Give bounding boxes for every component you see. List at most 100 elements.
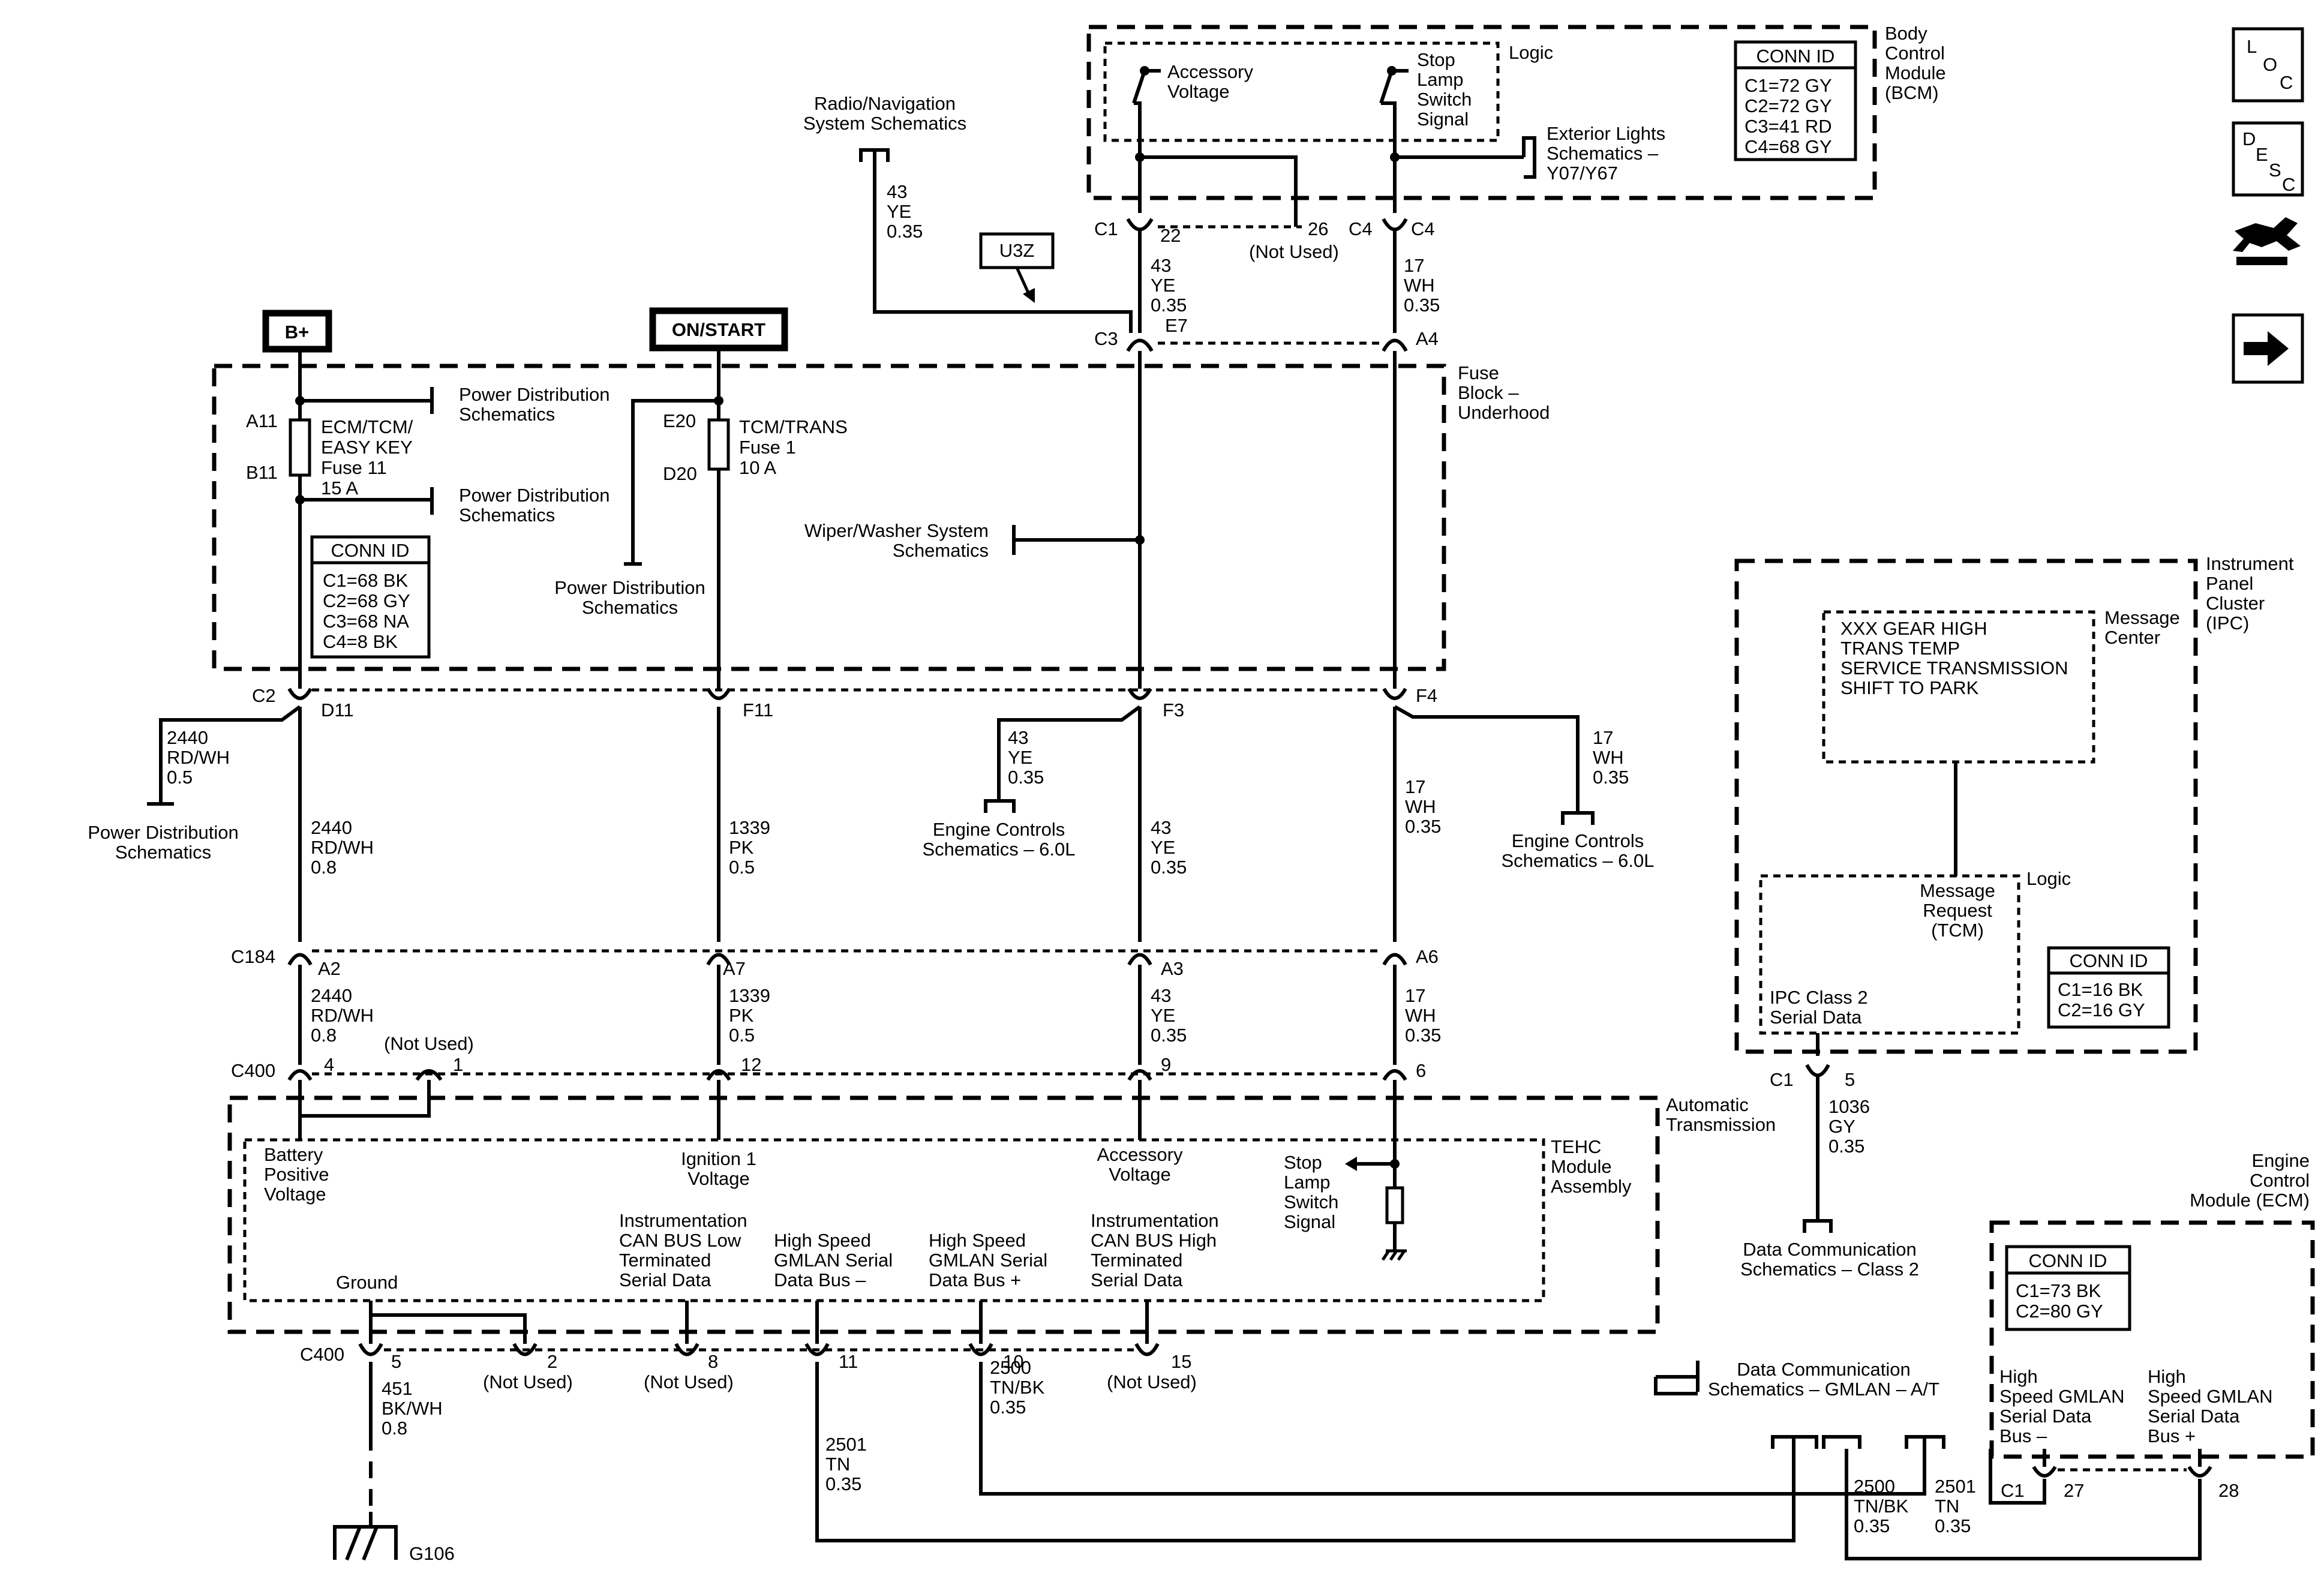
svg-text:C2=72 GY: C2=72 GY	[1744, 95, 1832, 116]
c184-pin-a7: A7	[723, 958, 746, 979]
c2-pin-f3: F3	[1163, 700, 1184, 721]
c184-connector-label: C184	[231, 946, 275, 967]
ipc-logic-box	[1759, 874, 2020, 1035]
bcm-logic-label: Logic	[1509, 42, 1553, 63]
c184-connector-row: C184 A2 A7 A3 A6	[231, 946, 1439, 979]
c3-connector-label: C3	[1094, 328, 1118, 349]
bcm-connectors: C1 22 26 (Not Used) C4 C4	[1094, 204, 1435, 262]
bcm-logic-box	[1103, 41, 1500, 142]
message-center-box	[1822, 610, 2095, 764]
fuse-d20: D20	[663, 463, 697, 484]
c400-pin-2: 2	[547, 1351, 557, 1372]
u3z-arrow	[1023, 288, 1035, 303]
repair-tool-icon[interactable]	[2233, 217, 2301, 265]
c184-pin-a6: A6	[1416, 946, 1439, 967]
c2-pin-f11: F11	[743, 700, 773, 721]
auto-trans-boundary	[227, 1095, 1660, 1334]
on-start-source: ON/START	[649, 307, 788, 352]
stop-signal-arrow	[1345, 1157, 1357, 1171]
location-button[interactable]: L O C	[2232, 27, 2304, 103]
c400-pin-10: 10	[1003, 1351, 1023, 1372]
ecm-boundary	[1989, 1220, 2315, 1459]
c400-pin-1-not-used: (Not Used)	[384, 1033, 474, 1054]
c184-pin-a3: A3	[1161, 958, 1184, 979]
c1-connector-label: C1	[1094, 218, 1118, 239]
fuse-e20: E20	[663, 410, 696, 431]
c400-pin-4: 4	[324, 1054, 334, 1075]
c400-pin-15: 15	[1171, 1351, 1191, 1372]
c2-pin-d11: D11	[321, 700, 354, 721]
c400-pin-11: 11	[839, 1351, 858, 1372]
c1-pin-22: 22	[1160, 225, 1181, 246]
svg-text:B+: B+	[285, 322, 310, 343]
c400-top-row: C400 4 (Not Used) 1 12 9 6	[231, 1033, 1426, 1081]
description-button[interactable]: D E S C	[2232, 121, 2304, 197]
fuse-block-boundary	[212, 364, 1446, 671]
c1-pin-26: 26	[1308, 218, 1328, 239]
c400-pin-8-not-used: (Not Used)	[644, 1371, 734, 1392]
stop-lamp-switch	[1379, 66, 1409, 104]
c2-pin-f4: F4	[1416, 685, 1437, 706]
svg-text:S: S	[2269, 160, 2281, 181]
svg-text:L: L	[2247, 36, 2257, 57]
svg-text:C4=8 BK: C4=8 BK	[323, 631, 398, 652]
c400-pin-2-not-used: (Not Used)	[483, 1371, 573, 1392]
u3z-label: U3Z	[999, 240, 1035, 261]
c400-pin-1: 1	[453, 1054, 463, 1075]
ipc-boundary	[1734, 559, 2198, 1054]
next-arrow-button[interactable]	[2232, 313, 2304, 384]
c2-connector-row: C2 D11 F11 F3 F4	[252, 685, 1437, 721]
svg-text:C3=41 RD: C3=41 RD	[1744, 116, 1832, 137]
c400-bottom-row: C400 5 2 (Not Used) 8 (Not Used) 11 10 1…	[300, 1343, 1197, 1392]
internal-ground-icon	[1381, 1249, 1407, 1261]
c400-pin-9: 9	[1161, 1054, 1171, 1075]
fuse-b11: B11	[246, 462, 278, 483]
bplus-source: B+	[262, 310, 332, 353]
ecm-conn-id: CONN ID C1=73 BK C2=80 GY	[2005, 1245, 2131, 1331]
c184-pin-a2: A2	[318, 958, 341, 979]
svg-text:CONN ID: CONN ID	[2029, 1250, 2107, 1271]
svg-text:C1=16 BK: C1=16 BK	[2058, 979, 2143, 1000]
c3-pin-e7: E7	[1165, 315, 1188, 336]
stop-resistor	[1385, 1186, 1404, 1224]
svg-text:C: C	[2282, 174, 2295, 195]
